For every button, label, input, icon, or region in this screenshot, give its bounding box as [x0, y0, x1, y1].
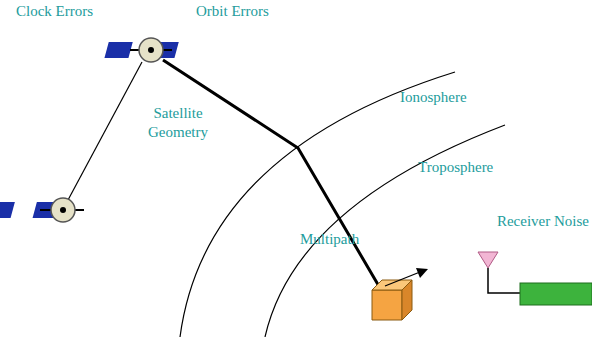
reflection	[385, 272, 420, 286]
geometry-line	[68, 62, 142, 200]
arrowhead	[416, 268, 428, 278]
label: Ionosphere	[400, 88, 467, 107]
label: Orbit Errors	[196, 2, 269, 21]
satellite	[104, 38, 178, 62]
troposphere-arc	[265, 125, 505, 337]
antenna-cable	[488, 268, 520, 293]
label: Receiver Noise	[497, 212, 589, 231]
ionosphere-arc	[180, 72, 455, 337]
label: Satellite Geometry	[140, 104, 216, 142]
label: Troposphere	[418, 158, 493, 177]
multipath-cube	[372, 280, 412, 320]
satellite	[0, 198, 84, 222]
label: Multipath	[300, 230, 359, 249]
signal-path	[163, 60, 380, 288]
receiver	[520, 283, 592, 305]
label: Clock Errors	[16, 2, 93, 21]
antenna	[478, 252, 498, 268]
